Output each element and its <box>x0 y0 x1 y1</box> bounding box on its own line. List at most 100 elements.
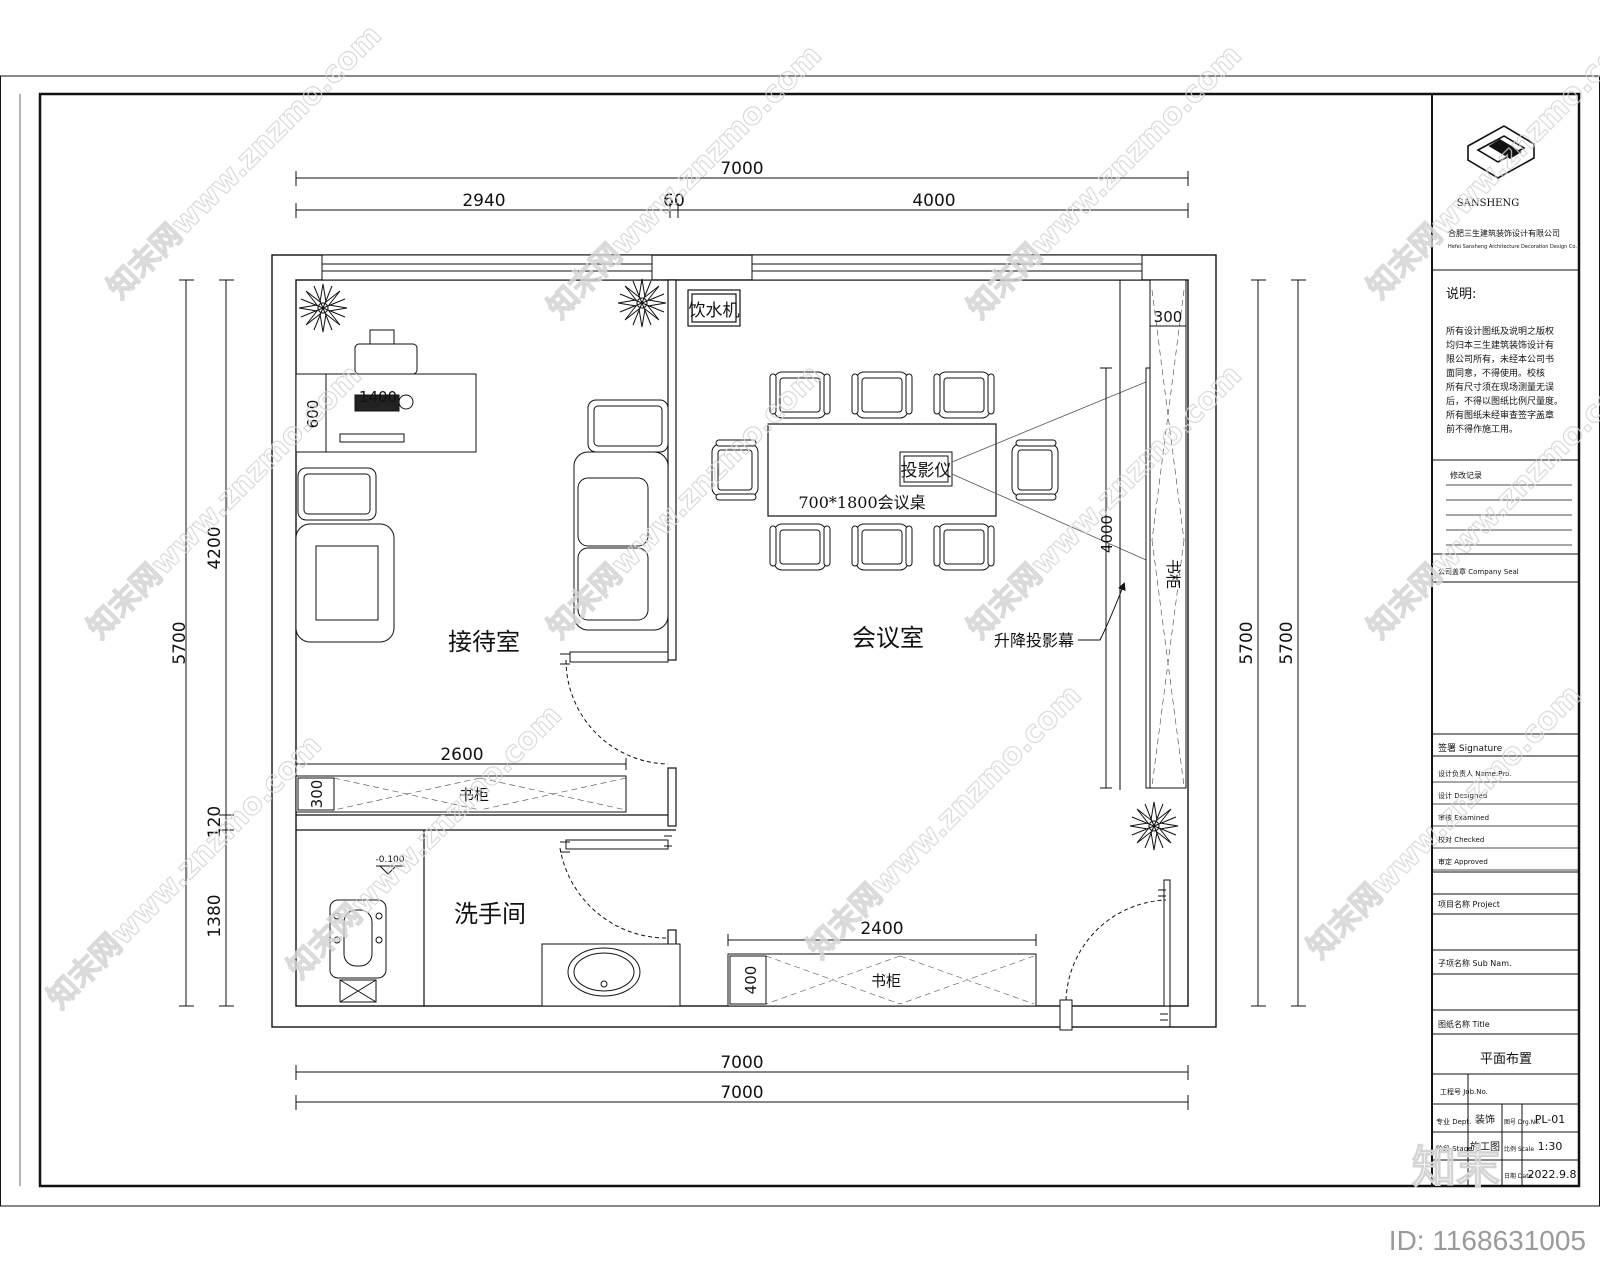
dim-bottom-1: 7000 <box>720 1053 763 1073</box>
dept-value: 装饰 <box>1475 1113 1495 1126</box>
watermark-text: 知末网www.znzmo.com <box>961 38 1249 326</box>
plant-icon <box>1129 801 1179 851</box>
dim-right-cabinet-length: 4000 <box>1098 515 1116 553</box>
outer-sheet-border <box>0 75 1600 1207</box>
dim-top-seg-3: 4000 <box>912 191 955 211</box>
dim-left-seg-1: 4200 <box>205 526 225 569</box>
office-desk <box>295 329 477 453</box>
watermark-text: 知末网www.znzmo.com <box>801 678 1089 966</box>
sofa-right <box>573 399 669 631</box>
chair-icon <box>769 523 831 571</box>
dim-top-seg-1: 2940 <box>462 191 505 211</box>
door-reception <box>560 651 669 765</box>
dim-bottom-cabinet-depth: 400 <box>742 966 760 995</box>
drg-label: 图号 Drg.No. <box>1504 1119 1541 1126</box>
watermark-text: 知末网www.znzmo.com <box>541 38 829 326</box>
chair-icon <box>851 523 913 571</box>
squat-toilet <box>329 899 387 1003</box>
leader-arrow <box>1078 582 1126 641</box>
dim-bottom-cabinet-length: 2400 <box>860 919 903 939</box>
bottom-cabinet <box>727 934 1037 1007</box>
dim-left-seg-3: 1380 <box>205 894 225 937</box>
watermark-text: 知末网www.znzmo.com <box>1301 678 1589 966</box>
sofa-left <box>295 467 395 643</box>
company-seal-label: 公司盖章 Company Seal <box>1438 567 1519 576</box>
plant-icon <box>617 278 667 328</box>
right-dimensions <box>1251 279 1306 1007</box>
mid-cabinet <box>295 758 627 813</box>
watermark-id: ID: 1168631005 <box>1389 1225 1586 1256</box>
watermark-text: 知末网www.znzmo.com <box>41 728 329 1016</box>
water-dispenser <box>687 289 741 327</box>
dim-desk-width: 1400 <box>359 388 397 406</box>
top-dimensions <box>295 171 1189 218</box>
meeting-table-label: 700*1800会议桌 <box>798 493 925 512</box>
signature-label: 签署 Signature <box>1438 742 1503 754</box>
dept-label: 专业 Dept. <box>1436 1117 1471 1126</box>
partition-wall <box>667 279 677 661</box>
dim-mid-cabinet-length: 2600 <box>440 745 483 765</box>
date-value: 2022.9.8 <box>1528 1168 1577 1181</box>
stage-value: 施工图 <box>1470 1140 1500 1153</box>
meeting-table <box>767 423 997 517</box>
projector <box>899 451 953 487</box>
room-label-washroom: 洗手间 <box>454 900 526 928</box>
floor-level-marker <box>376 865 404 875</box>
notes-line: 面同意，不得使用。校核 <box>1446 367 1545 379</box>
dim-right-2: 5700 <box>1277 621 1297 664</box>
company-name-en: Hefei Sansheng Architecture Decoration D… <box>1448 244 1577 250</box>
bottom-dimensions <box>295 1065 1189 1110</box>
company-brand: SANSHENG <box>1457 198 1519 209</box>
subname-label: 子项名称 Sub Nam. <box>1438 958 1512 968</box>
scale-value: 1:30 <box>1538 1140 1563 1153</box>
notes-line: 所有尺寸须在现场测量无误 <box>1446 381 1554 393</box>
signature-rows: 设计负责人 Name.Pro. 设计 Designed 审核 Examined 校对 … <box>1432 769 1579 871</box>
project-label: 项目名称 Project <box>1438 899 1500 909</box>
dim-top-total: 7000 <box>720 159 763 179</box>
dim-desk-depth: 600 <box>304 400 322 429</box>
date-label: 日期 Date <box>1504 1172 1533 1180</box>
left-dimensions <box>179 279 234 1007</box>
projection-rays <box>951 381 1147 561</box>
dim-right-cabinet-depth: 300 <box>1154 308 1183 326</box>
stage-label: 阶段 Stage <box>1436 1144 1472 1153</box>
drg-value: PL-01 <box>1535 1113 1566 1126</box>
signature-row-label: 设计 Designed <box>1438 791 1487 800</box>
projector-label: 投影仪 <box>901 461 952 481</box>
projection-screen-label: 升降投影幕 <box>994 631 1074 650</box>
mid-cabinet-label: 书柜 <box>459 786 489 804</box>
notes-line: 后，不得以图纸比例尺量度。 <box>1446 395 1563 407</box>
wash-basin <box>541 943 681 1007</box>
signature-row-label: 设计负责人 Name.Pro. <box>1438 769 1511 778</box>
bottom-cabinet-label: 书柜 <box>871 972 901 990</box>
watermark-logo: 知末 <box>1412 1142 1500 1193</box>
drawing-frame <box>38 92 1581 1188</box>
signature-row-label: 校对 Checked <box>1438 835 1484 844</box>
job-no-label: 工程号 Job.No. <box>1440 1087 1488 1096</box>
floor-level-text: -0.100 <box>375 855 404 865</box>
watermark-text: 知末网www.znzmo.com <box>281 698 569 986</box>
notes-line: 限公司所有，未经本公司书 <box>1446 353 1554 365</box>
revision-label: 修改记录 <box>1450 470 1482 480</box>
room-label-meeting: 会议室 <box>852 624 924 652</box>
water-dispenser-label: 饮水机 <box>689 301 740 321</box>
title-block: SANSHENG 合肥三生建筑装饰设计有限公司 Hefei Sansheng A… <box>1432 125 1579 1186</box>
signature-row-label: 审核 Examined <box>1438 813 1489 822</box>
title-value: 平面布置 <box>1480 1052 1532 1067</box>
company-logo-icon <box>1467 125 1535 179</box>
watermark-text: 知末网www.znzmo.com <box>1361 18 1600 306</box>
chair-icon <box>1011 439 1059 501</box>
notes-text: 所有设计图纸及说明之版权均归本三生建筑装饰设计有限公司所有，未经本公司书面同意，… <box>1446 325 1563 435</box>
chair-icon <box>851 371 913 419</box>
notes-line: 所有图纸未经审查签字盖章 <box>1446 409 1554 421</box>
dim-mid-cabinet-depth: 300 <box>308 780 326 809</box>
notes-line: 均归本三生建筑装饰设计有 <box>1446 339 1554 351</box>
door-washroom <box>559 835 672 939</box>
dim-bottom-2: 7000 <box>720 1083 763 1103</box>
entrance-door <box>1059 879 1171 1031</box>
room-label-reception: 接待室 <box>448 628 520 656</box>
windows-top <box>321 254 1143 281</box>
right-cabinet-label: 书柜 <box>1164 559 1182 589</box>
